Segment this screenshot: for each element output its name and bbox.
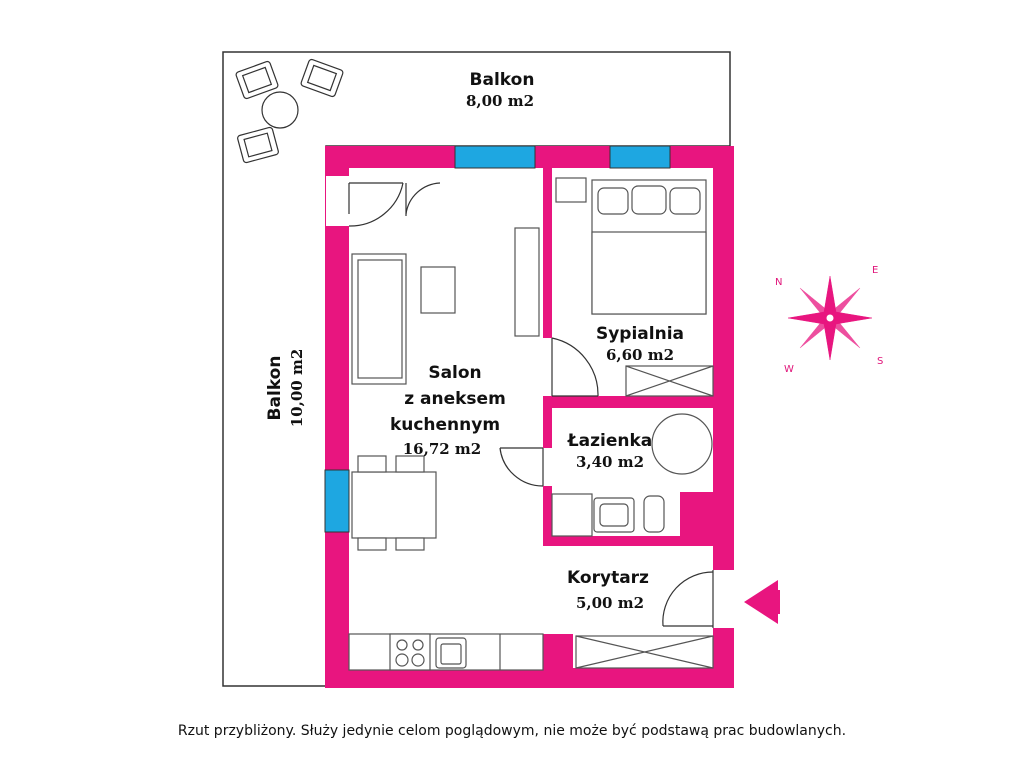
compass-e: E [872,265,878,276]
balkon-left-area: 10,00 m2 [288,349,306,428]
compass-n: N [775,277,782,288]
bedroom-furniture [555,177,714,397]
compass-w: W [784,364,794,375]
sypialnia-area: 6,60 m2 [606,346,674,364]
interior-walls [543,168,713,674]
compass-rose-icon [787,275,873,361]
sypialnia-name: Sypialnia [596,324,684,344]
salon-name-line2: z aneksem [404,389,506,409]
hallway-wardrobe [575,635,714,669]
korytarz-name: Korytarz [567,568,649,588]
lazienka-area: 3,40 m2 [576,453,644,471]
balkon-top-name: Balkon [470,70,535,90]
doors [348,182,714,628]
korytarz-area: 5,00 m2 [576,594,644,612]
windows [324,145,671,533]
salon-name-line3: kuchennym [390,415,500,435]
salon-furniture [348,227,544,671]
balcony-furniture [235,58,344,164]
balkon-left-name: Balkon [265,356,285,421]
bathroom-fixtures [551,413,713,537]
balkon-top-area: 8,00 m2 [466,92,534,110]
compass-s: S [877,356,883,367]
salon-area: 16,72 m2 [403,440,482,458]
entrance-arrow-icon [744,580,780,624]
salon-name-line1: Salon [428,363,481,383]
lazienka-name: Łazienka [567,431,653,451]
disclaimer-footnote: Rzut przybliżony. Służy jedynie celom po… [177,723,847,739]
